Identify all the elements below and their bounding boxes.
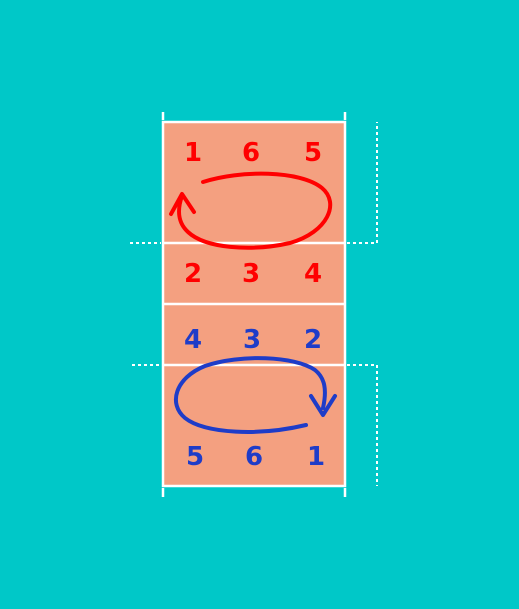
arrowhead-bottom <box>309 394 337 417</box>
bottom-front-right: 2 <box>304 325 322 355</box>
top-front-left: 2 <box>184 259 202 289</box>
top-front-center: 3 <box>242 259 260 289</box>
bottom-back-right: 1 <box>307 442 325 472</box>
top-back-center: 6 <box>242 138 260 168</box>
dashed-right-bottom <box>347 364 378 486</box>
team-bottom-positions: 4 3 2 5 6 1 <box>184 325 325 472</box>
top-back-left: 1 <box>184 138 202 168</box>
rotation-arrow-bottom <box>174 356 337 434</box>
end-line-ticks <box>161 112 347 497</box>
dashed-right-top <box>347 122 378 244</box>
court-lines <box>161 120 347 488</box>
arrowhead-top <box>169 192 196 216</box>
top-back-right: 5 <box>304 138 322 168</box>
dashed-extensions <box>130 122 378 486</box>
rotation-arrow-top <box>169 171 333 250</box>
bottom-back-center: 6 <box>245 442 263 472</box>
top-front-right: 4 <box>304 259 322 289</box>
bottom-front-left: 4 <box>184 325 202 355</box>
bottom-front-center: 3 <box>243 325 261 355</box>
team-top-positions: 1 6 5 2 3 4 <box>184 138 322 289</box>
bottom-back-left: 5 <box>186 442 204 472</box>
